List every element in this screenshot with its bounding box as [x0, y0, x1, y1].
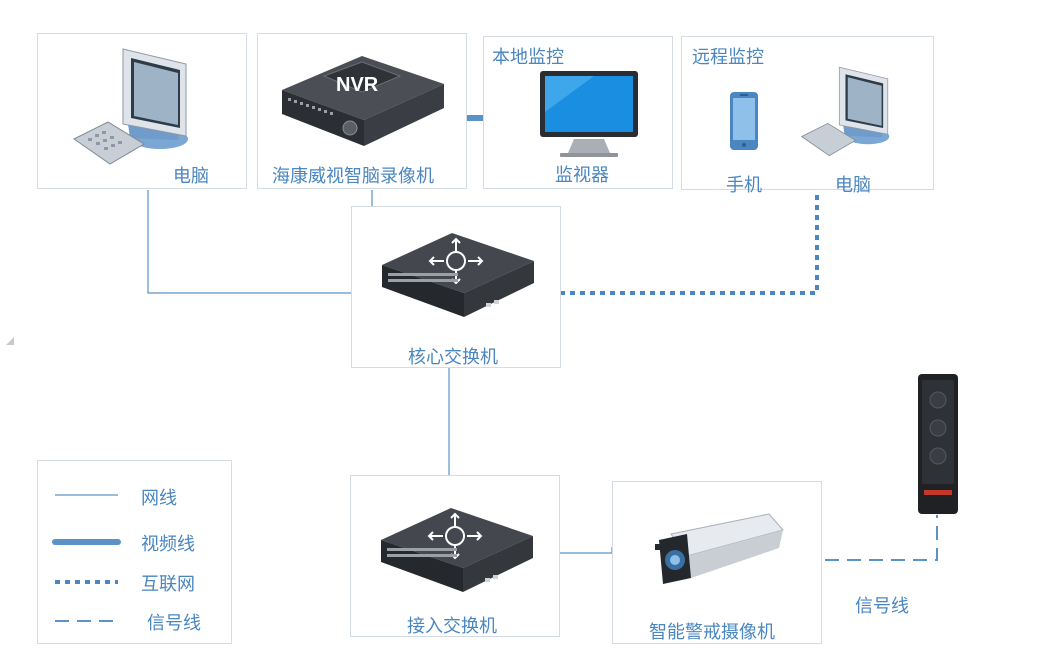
nvr-badge: NVR: [336, 74, 379, 96]
phone-icon: [730, 92, 758, 150]
access-switch-label: 接入交换机: [407, 616, 497, 637]
remote-pc-label: 电脑: [835, 175, 871, 196]
legend-swatches: [52, 494, 121, 622]
phone-label: 手机: [726, 175, 762, 196]
signal-line-label: 信号线: [855, 596, 909, 617]
legend-label-network: 网线: [141, 488, 177, 509]
nvr-recorder-icon: [282, 56, 444, 146]
legend-label-signal: 信号线: [147, 613, 201, 634]
access-switch-node-box: 接入交换机: [350, 475, 560, 637]
network-line-access-camera: [560, 547, 613, 554]
core-switch-label: 核心交换机: [408, 347, 498, 368]
pc-node-box: 电脑: [37, 33, 247, 189]
alarm-device-icon: [918, 374, 958, 514]
desktop-computer-icon: [73, 48, 188, 165]
legend-label-internet: 互联网: [141, 574, 195, 595]
nvr-label: 海康威视智脑录像机: [272, 166, 434, 187]
monitor-label: 监视器: [555, 165, 609, 186]
local-monitor-node-box: 本地监控 监视器: [483, 36, 673, 189]
remote-computer-icon: [800, 66, 890, 157]
core-switch-icon: [382, 233, 534, 317]
nvr-node-box: NVR 海康威视智脑录像机: [257, 33, 467, 189]
corner-marker: [6, 337, 14, 345]
remote-monitor-header: 远程监控: [692, 47, 764, 68]
camera-label: 智能警戒摄像机: [649, 622, 775, 643]
network-line-pc-core: [147, 190, 351, 294]
core-switch-node-box: 核心交换机: [351, 206, 561, 368]
access-switch-icon: [381, 508, 533, 592]
bullet-camera-icon: [655, 513, 784, 584]
monitor-icon: [540, 71, 638, 157]
legend-box: 网线 视频线 互联网 信号线: [37, 460, 232, 644]
remote-monitor-node-box: 远程监控 手机 电脑: [681, 36, 934, 196]
camera-node-box: 智能警戒摄像机: [612, 481, 822, 644]
signal-line-camera-device: [825, 515, 938, 561]
pc-label: 电脑: [173, 166, 209, 187]
internet-line-core-remote: [560, 192, 819, 295]
local-monitor-header: 本地监控: [492, 47, 564, 68]
legend-label-video: 视频线: [141, 534, 195, 555]
